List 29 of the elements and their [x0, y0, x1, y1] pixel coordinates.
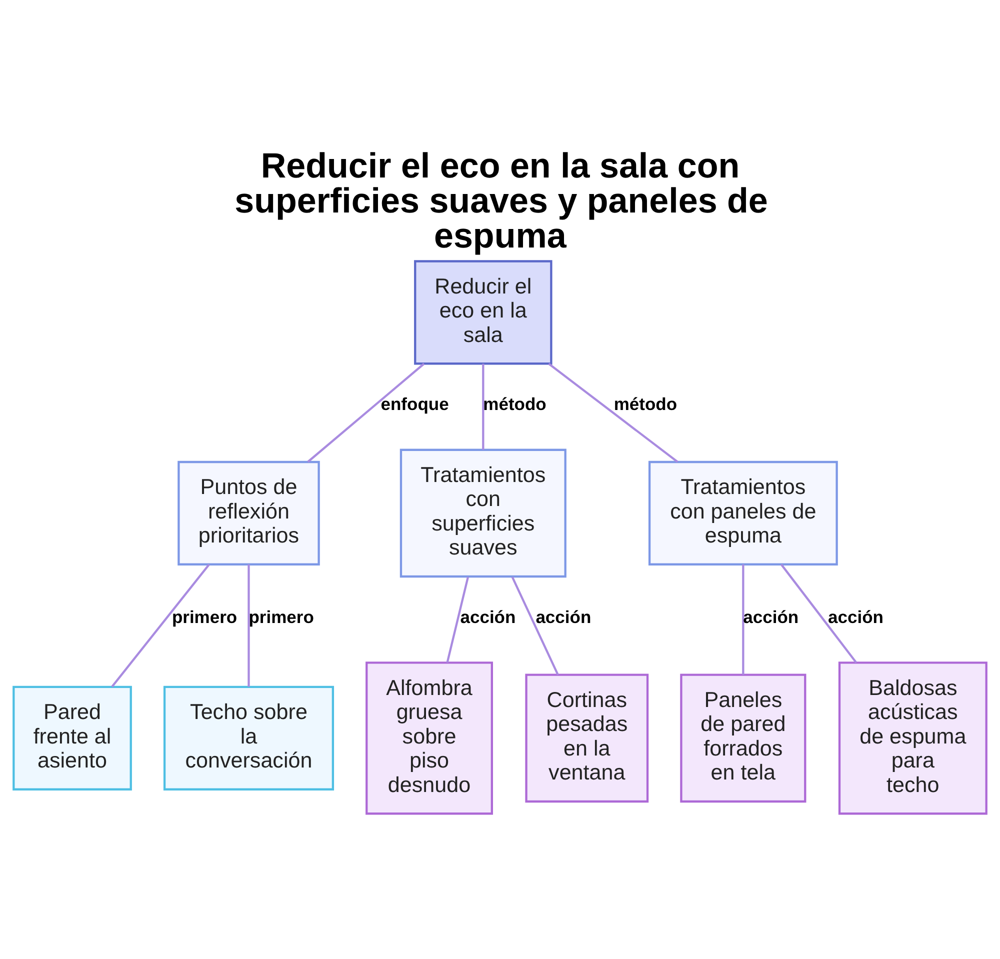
connector [548, 362, 678, 463]
edge-label: enfoque [380, 394, 449, 414]
node-box: Pared frente al asiento [12, 686, 132, 790]
edge-label: acción [828, 606, 884, 627]
node-box: Reducir el eco en la sala [414, 260, 552, 365]
node-box: Tratamientos con superficies suaves [400, 448, 566, 578]
connector [307, 362, 425, 463]
edge-label: acción [536, 606, 592, 627]
connector [111, 564, 210, 688]
node-box: Alfombra gruesa sobre piso desnudo [366, 662, 493, 815]
connector [248, 564, 250, 687]
edge-label: primero [172, 606, 238, 627]
connector [780, 564, 858, 664]
connector [742, 564, 744, 675]
node-box: Paneles de pared forrados en tela [680, 674, 806, 803]
edge-label: método [483, 394, 546, 414]
diagram-title: Reducir el eco en la sala con superficies suaves y paneles de espuma [234, 146, 768, 256]
edge-label: método [614, 394, 678, 414]
node-box: Cortinas pesadas en la ventana [525, 674, 649, 803]
connector [482, 364, 484, 450]
node-box: Baldosas acústicas de espuma para techo [838, 662, 988, 815]
connector [511, 576, 559, 676]
edge-label: acción [743, 606, 799, 627]
node-box: Tratamientos con paneles de espuma [648, 460, 838, 566]
connector [446, 576, 470, 663]
node-box: Techo sobre la conversación [163, 686, 334, 790]
edge-label: acción [460, 606, 516, 627]
edge-label: primero [248, 606, 314, 627]
node-box: Puntos de reflexión prioritarios [178, 460, 320, 566]
